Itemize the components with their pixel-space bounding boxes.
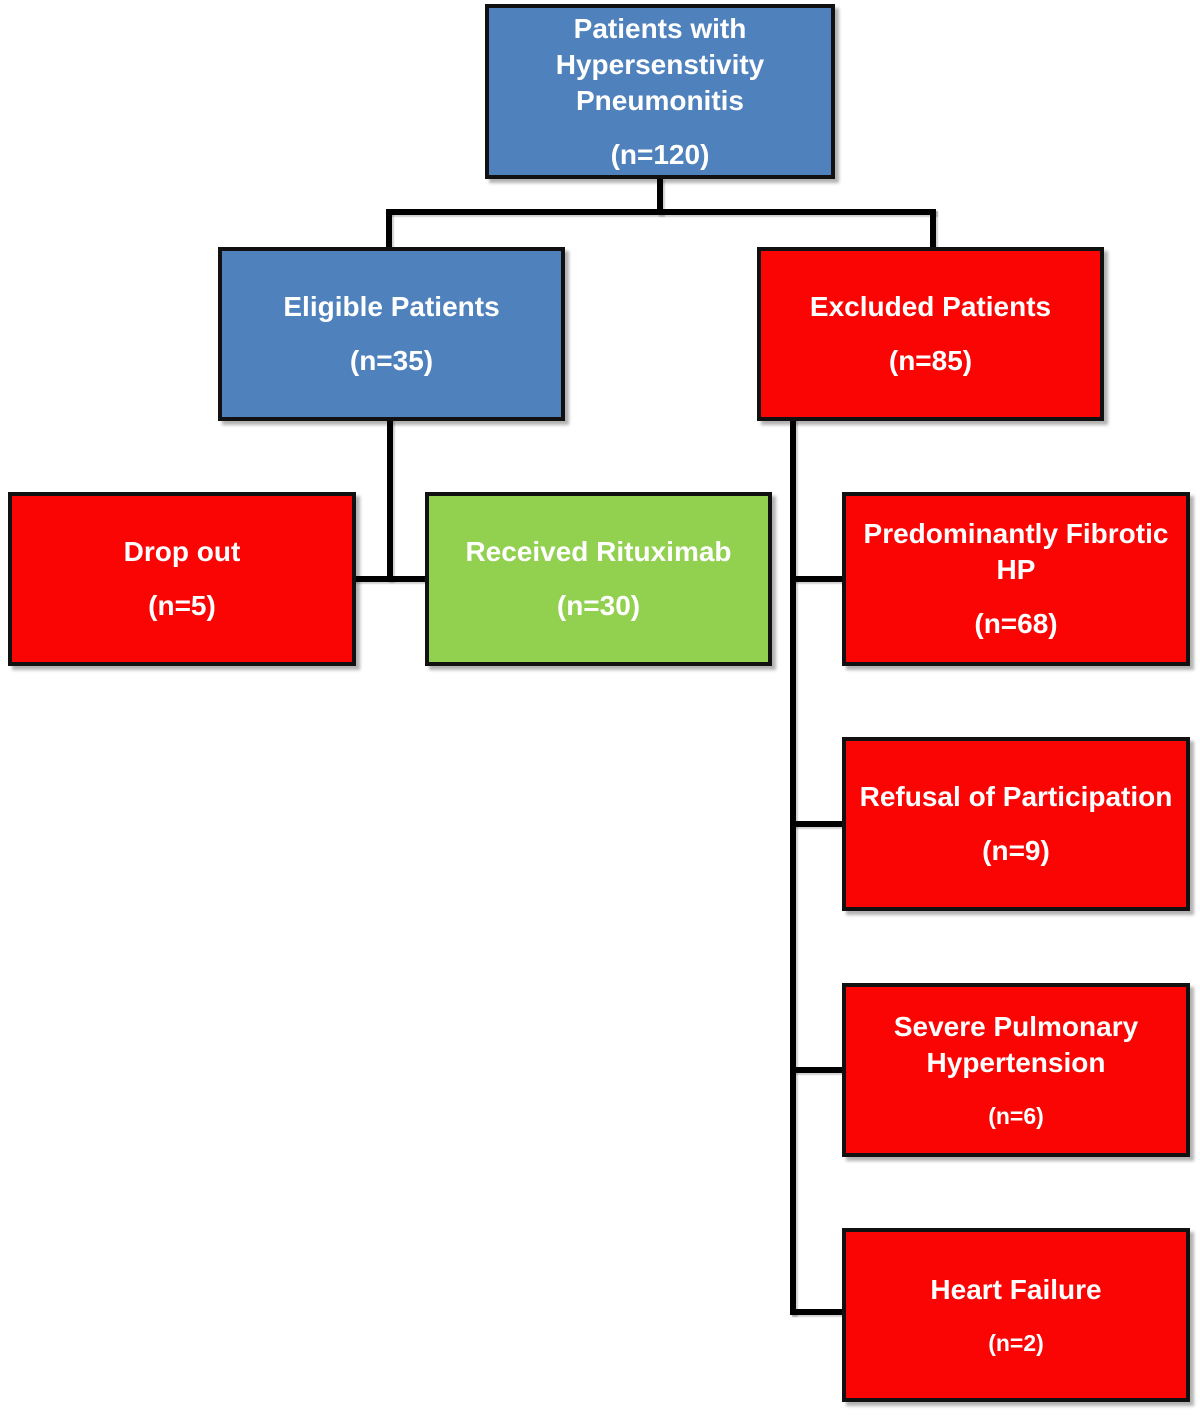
box-heart-failure: Heart Failure (n=2)	[842, 1228, 1190, 1402]
connector-heart-failure-stub	[790, 1309, 844, 1315]
box-label: Received Rituximab	[465, 536, 732, 567]
box-label: Heart Failure	[930, 1274, 1102, 1305]
box-count: (n=35)	[349, 345, 434, 376]
connector-eligible-drop	[386, 209, 392, 249]
connector-severe-ph-stub	[790, 1067, 844, 1073]
connector-excluded-drop	[930, 209, 936, 249]
box-predominantly-fibrotic-hp: Predominantly Fibrotic HP (n=68)	[842, 492, 1190, 666]
connector-refusal-stub	[790, 821, 844, 827]
box-count: (n=68)	[974, 608, 1058, 639]
box-label: Excluded Patients	[809, 291, 1052, 322]
box-label: Eligible Patients	[283, 291, 500, 322]
box-received-rituximab: Received Rituximab (n=30)	[425, 492, 772, 666]
box-patients-with-hp: Patients with Hypersenstivity Pneumoniti…	[485, 4, 835, 179]
box-drop-out: Drop out (n=5)	[8, 492, 356, 666]
box-label: Refusal of Participation	[859, 781, 1173, 812]
box-label: HP	[996, 554, 1036, 585]
box-count: (n=2)	[988, 1330, 1044, 1356]
box-label: Predominantly Fibrotic	[863, 518, 1169, 549]
connector-excluded-spine	[790, 419, 796, 1315]
box-label: Pneumonitis	[575, 84, 744, 116]
connector-branch-horizontal	[386, 209, 936, 215]
box-count: (n=85)	[888, 345, 973, 376]
connector-eligible-stem	[387, 419, 393, 581]
box-refusal-of-participation: Refusal of Participation (n=9)	[842, 737, 1190, 911]
box-count: (n=30)	[556, 590, 641, 621]
box-label: Patients with	[573, 12, 747, 44]
box-count: (n=6)	[988, 1103, 1044, 1129]
connector-root-stem	[657, 178, 663, 215]
box-label: Hypertension	[926, 1047, 1106, 1078]
box-label: Severe Pulmonary	[893, 1011, 1139, 1042]
box-label: Hypersenstivity	[555, 48, 765, 80]
connector-fibrotic-stub	[790, 576, 844, 582]
connector-treatment-horizontal	[354, 576, 427, 582]
box-eligible-patients: Eligible Patients (n=35)	[218, 247, 565, 421]
box-count: (n=120)	[610, 138, 710, 170]
box-severe-pulmonary-hypertension: Severe Pulmonary Hypertension (n=6)	[842, 983, 1190, 1157]
box-count: (n=5)	[148, 590, 216, 621]
box-count: (n=9)	[982, 835, 1050, 866]
box-excluded-patients: Excluded Patients (n=85)	[757, 247, 1104, 421]
box-label: Drop out	[123, 536, 241, 567]
